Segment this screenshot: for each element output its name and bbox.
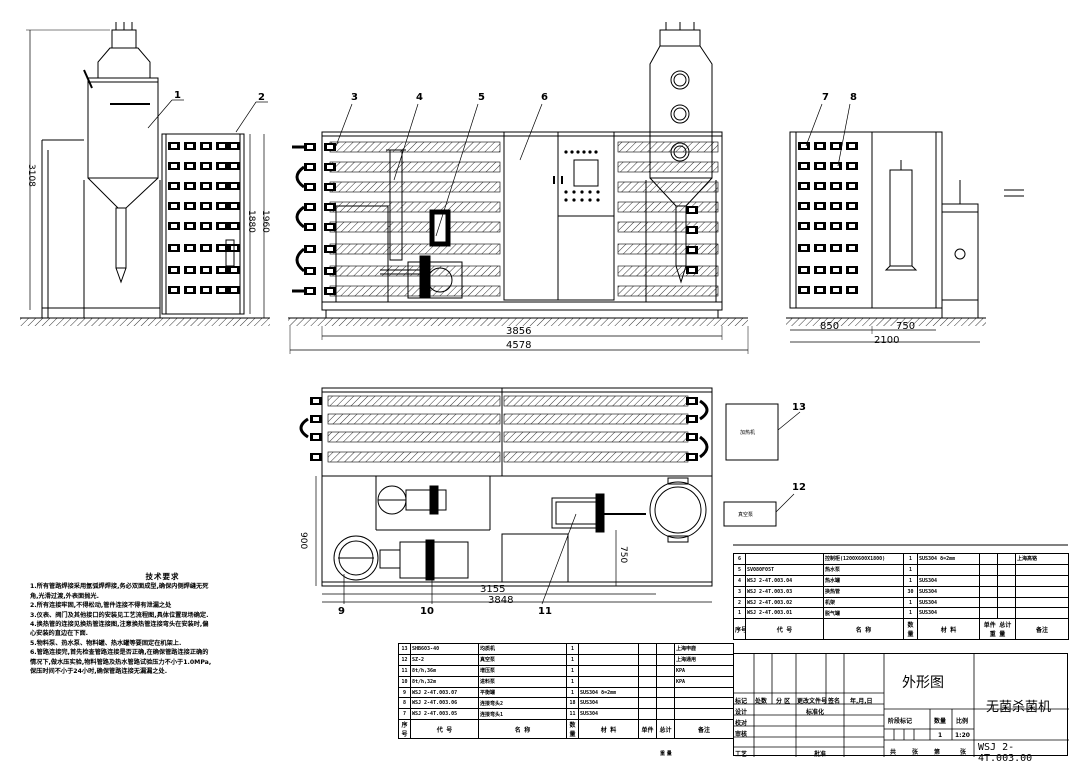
box-13-label: 加热机	[740, 430, 756, 436]
note-line: 2.所有连接牢固,不得松动,管件连接不得有泄漏之处	[30, 602, 172, 610]
dim-end-2: 750	[896, 321, 916, 332]
tb-qty-label: 数量	[934, 718, 947, 725]
notes-title: 技术要求	[145, 572, 180, 581]
dim-front-total: 4578	[506, 340, 532, 351]
tube-bands	[329, 141, 719, 297]
technical-requirements: 技术要求 1.所有管路焊接采用氩弧焊焊接,务必双面成型,确保内侧焊缝无死 角,光…	[30, 572, 295, 676]
tb-sheets-unit: 张	[912, 749, 919, 756]
drawing-number: WSJ 2-4T.003.00	[978, 742, 1033, 764]
table-header-row: 序号 代 号 名 称 数量 材 料 单件 总计 备注	[398, 719, 734, 740]
note-line: 6.管路连接完,首先检查管路连接是否正确,在确保管路连接正确的	[30, 649, 209, 657]
balloon-11: 11	[538, 606, 552, 617]
tb-rev-zone: 分 区	[776, 698, 791, 705]
dim-front-inner: 3856	[506, 326, 532, 337]
tb-rev-count: 处数	[755, 698, 768, 705]
balloon-6: 6	[541, 92, 548, 103]
balloon-12: 12	[792, 482, 806, 493]
note-line: 5.物料泵、热水泵、物料罐、热水罐等要固定在机架上.	[30, 639, 182, 647]
dim-side-height-total: 3108	[26, 164, 36, 187]
dim-plan-small: 750	[618, 546, 628, 564]
tb-sheet-no: 第	[934, 749, 941, 756]
balloon-13: 13	[792, 402, 806, 413]
balloon-10: 10	[420, 606, 434, 617]
tb-sheets-total: 共	[890, 749, 897, 756]
side-fittings	[168, 142, 240, 294]
tb-design: 设计	[735, 709, 748, 716]
tb-scale-value: 1:20	[955, 732, 970, 739]
note-line: 3.仪表、阀门及其他接口的安装见工艺流程图,具体位置现场确定.	[30, 611, 209, 619]
balloon-7: 7	[822, 92, 829, 103]
tb-rev-doc: 更改文件号	[797, 698, 828, 705]
note-line: 情况下,做水压实验,物料管路及热水管路试验压力不小于1.0MPa,	[30, 658, 212, 666]
balloon-4: 4	[416, 92, 423, 103]
bom-weight-label: 重 量	[660, 751, 672, 757]
tb-review: 审核	[735, 731, 748, 738]
balloon-9: 9	[338, 606, 345, 617]
tb-scale-label: 比例	[956, 718, 969, 725]
dim-plan-depth: 900	[298, 532, 308, 550]
tb-qty-value: 1	[938, 732, 943, 739]
dim-plan-inner: 3155	[480, 584, 506, 595]
dim-end-1: 850	[820, 321, 840, 332]
tb-approve: 批准	[814, 751, 827, 758]
drawing-title: 外形图	[902, 675, 944, 691]
balloon-5: 5	[478, 92, 485, 103]
tb-rev-mark: 标记	[735, 698, 748, 705]
tb-check: 校对	[735, 720, 748, 727]
end-view	[786, 103, 1024, 343]
balloon-3: 3	[351, 92, 358, 103]
dim-side-height-1: 1880	[246, 210, 256, 233]
dim-side-height-2: 1960	[260, 210, 270, 233]
tb-rev-sign: 签名	[828, 698, 841, 705]
tb-rev-date: 年,月,日	[850, 698, 873, 705]
title-block-grid	[734, 654, 1069, 757]
tb-standardization: 标准化	[806, 709, 825, 716]
note-line: 保压时间不小于24小时,确保管路连接无漏漏之处.	[30, 668, 168, 676]
note-line: 1.所有管路焊接采用氩弧焊焊接,务必双面成型,确保内侧焊缝无死	[30, 583, 209, 591]
balloon-8: 8	[850, 92, 857, 103]
tb-stage-mark: 阶段标记	[888, 718, 913, 725]
note-line: 心安装的直边在下面.	[30, 630, 89, 638]
product-name: 无菌杀菌机	[986, 700, 1052, 715]
note-line: 角,光滑过渡,外表面抛光.	[30, 592, 99, 600]
dim-end-total: 2100	[874, 335, 900, 346]
table-header-row: 序号 代 号 名 称 数量 材 料 单件 总计 重 量 备注	[733, 618, 1069, 641]
side-view	[20, 22, 270, 326]
front-view	[288, 22, 749, 354]
box-12-label: 真空泵	[738, 512, 754, 518]
balloon-2: 2	[258, 92, 265, 103]
tb-process: 工艺	[735, 751, 748, 758]
plan-view	[299, 387, 801, 605]
dim-plan-total: 3848	[488, 595, 514, 606]
tb-sheet-unit: 张	[960, 749, 967, 756]
note-line: 4.换热管的连接见换热管连接图,注意换热管连接弯头在安装时,偏	[30, 621, 209, 629]
title-block: 标记 处数 分 区 更改文件号 签名 年,月,日 设计 标准化 校对 审核 工艺…	[733, 653, 1069, 764]
balloon-1: 1	[174, 90, 181, 101]
